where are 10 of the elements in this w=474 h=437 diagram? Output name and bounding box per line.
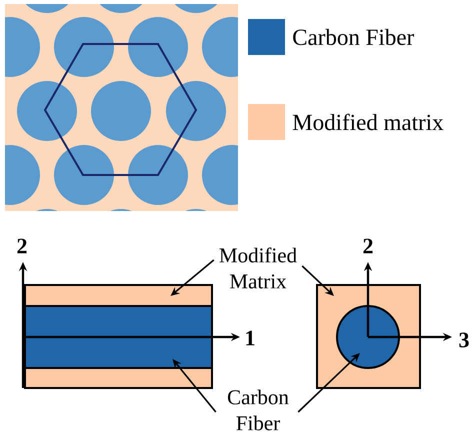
fiber-band bbox=[24, 305, 213, 369]
fiber-circle bbox=[336, 305, 400, 369]
legend-label: Modified matrix bbox=[292, 114, 444, 130]
legend-label: Carbon Fiber bbox=[293, 28, 414, 46]
axis-label: 2 bbox=[17, 238, 27, 254]
callout-label: Carbon Fiber bbox=[228, 390, 289, 430]
axis-label: 3 bbox=[459, 332, 469, 348]
callout-label: Modified Matrix bbox=[220, 248, 297, 288]
axis-label: 1 bbox=[246, 330, 254, 346]
axis-label: 2 bbox=[363, 238, 373, 254]
